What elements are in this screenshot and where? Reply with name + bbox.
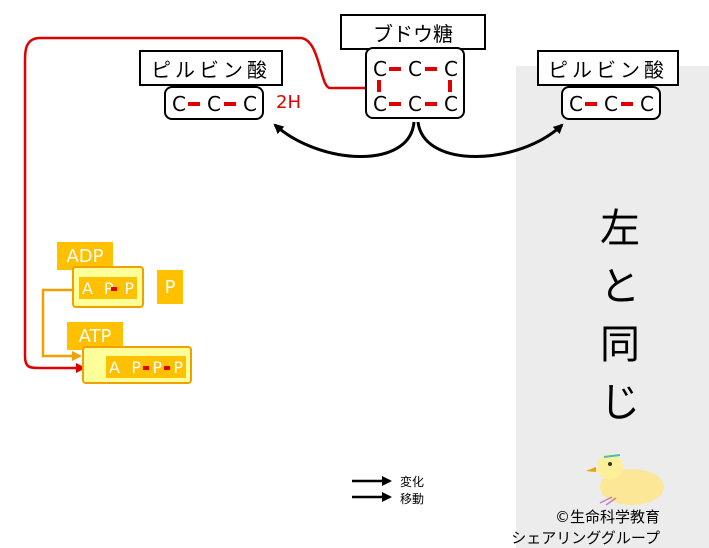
- atp-molecule: A P P P: [82, 346, 192, 384]
- free-phosphate: P: [157, 270, 183, 304]
- adp-to-atp-arrow: [41, 288, 82, 361]
- split-arrow-right: [416, 121, 564, 158]
- bond: [621, 102, 633, 106]
- phosphate: P: [173, 357, 183, 377]
- pyruvate-left-label: ピルビン酸: [139, 50, 283, 86]
- carbon-atom: C: [408, 92, 422, 116]
- hydrogen-label: 2H: [276, 92, 301, 113]
- glucose-label: ブドウ糖: [340, 14, 486, 50]
- carbon-atom: C: [444, 57, 458, 81]
- bond: [188, 102, 200, 106]
- bond: [425, 67, 437, 71]
- bond: [224, 102, 236, 106]
- pyruvate-left-molecule: C C C: [164, 86, 264, 120]
- bond: [425, 102, 437, 106]
- carbon-atom: C: [243, 92, 257, 116]
- phosphate: P: [124, 278, 134, 298]
- glucose-molecule: C C C C C C: [365, 47, 465, 119]
- carbon-atom: C: [207, 92, 221, 116]
- phosphate: P: [131, 357, 141, 377]
- atp-tag: ATP: [67, 322, 123, 350]
- pyruvate-right-molecule: C C C: [561, 86, 661, 120]
- bond: [377, 80, 381, 92]
- bond: [389, 102, 401, 106]
- credit-line-2: シェアリンググループ: [511, 529, 660, 547]
- pyruvate-right-label: ピルビン酸: [537, 50, 679, 86]
- carbon-atom: C: [569, 92, 583, 116]
- carbon-atom: C: [604, 92, 618, 116]
- adenosine: A: [109, 357, 120, 377]
- bond: [389, 67, 401, 71]
- bond: [448, 80, 452, 92]
- split-arrow-left: [273, 121, 416, 158]
- carbon-atom: C: [444, 92, 458, 116]
- chick-mascot: [586, 454, 664, 506]
- legend-change-label: 変化: [400, 475, 425, 489]
- adp-molecule: A P P: [72, 266, 144, 308]
- phosphate-bond: [111, 287, 117, 291]
- credit-line-1: ©生命科学教育: [554, 508, 660, 526]
- adenosine: A: [82, 278, 93, 298]
- carbon-atom: C: [373, 92, 387, 116]
- phosphate: P: [152, 357, 162, 377]
- carbon-atom: C: [640, 92, 654, 116]
- phosphate-bond: [164, 366, 170, 370]
- legend-move-label: 移動: [400, 492, 425, 506]
- carbon-atom: C: [373, 57, 387, 81]
- energy-transfer-arrow: [23, 36, 368, 373]
- adp-strip: A P P: [79, 277, 137, 299]
- adp-tag: ADP: [57, 242, 113, 270]
- phosphate-bond: [143, 366, 149, 370]
- phosphate: P: [103, 278, 114, 298]
- carbon-atom: C: [408, 57, 422, 81]
- carbon-atom: C: [172, 92, 186, 116]
- same-as-left-note: 左と同じ: [600, 206, 640, 426]
- bond: [585, 102, 597, 106]
